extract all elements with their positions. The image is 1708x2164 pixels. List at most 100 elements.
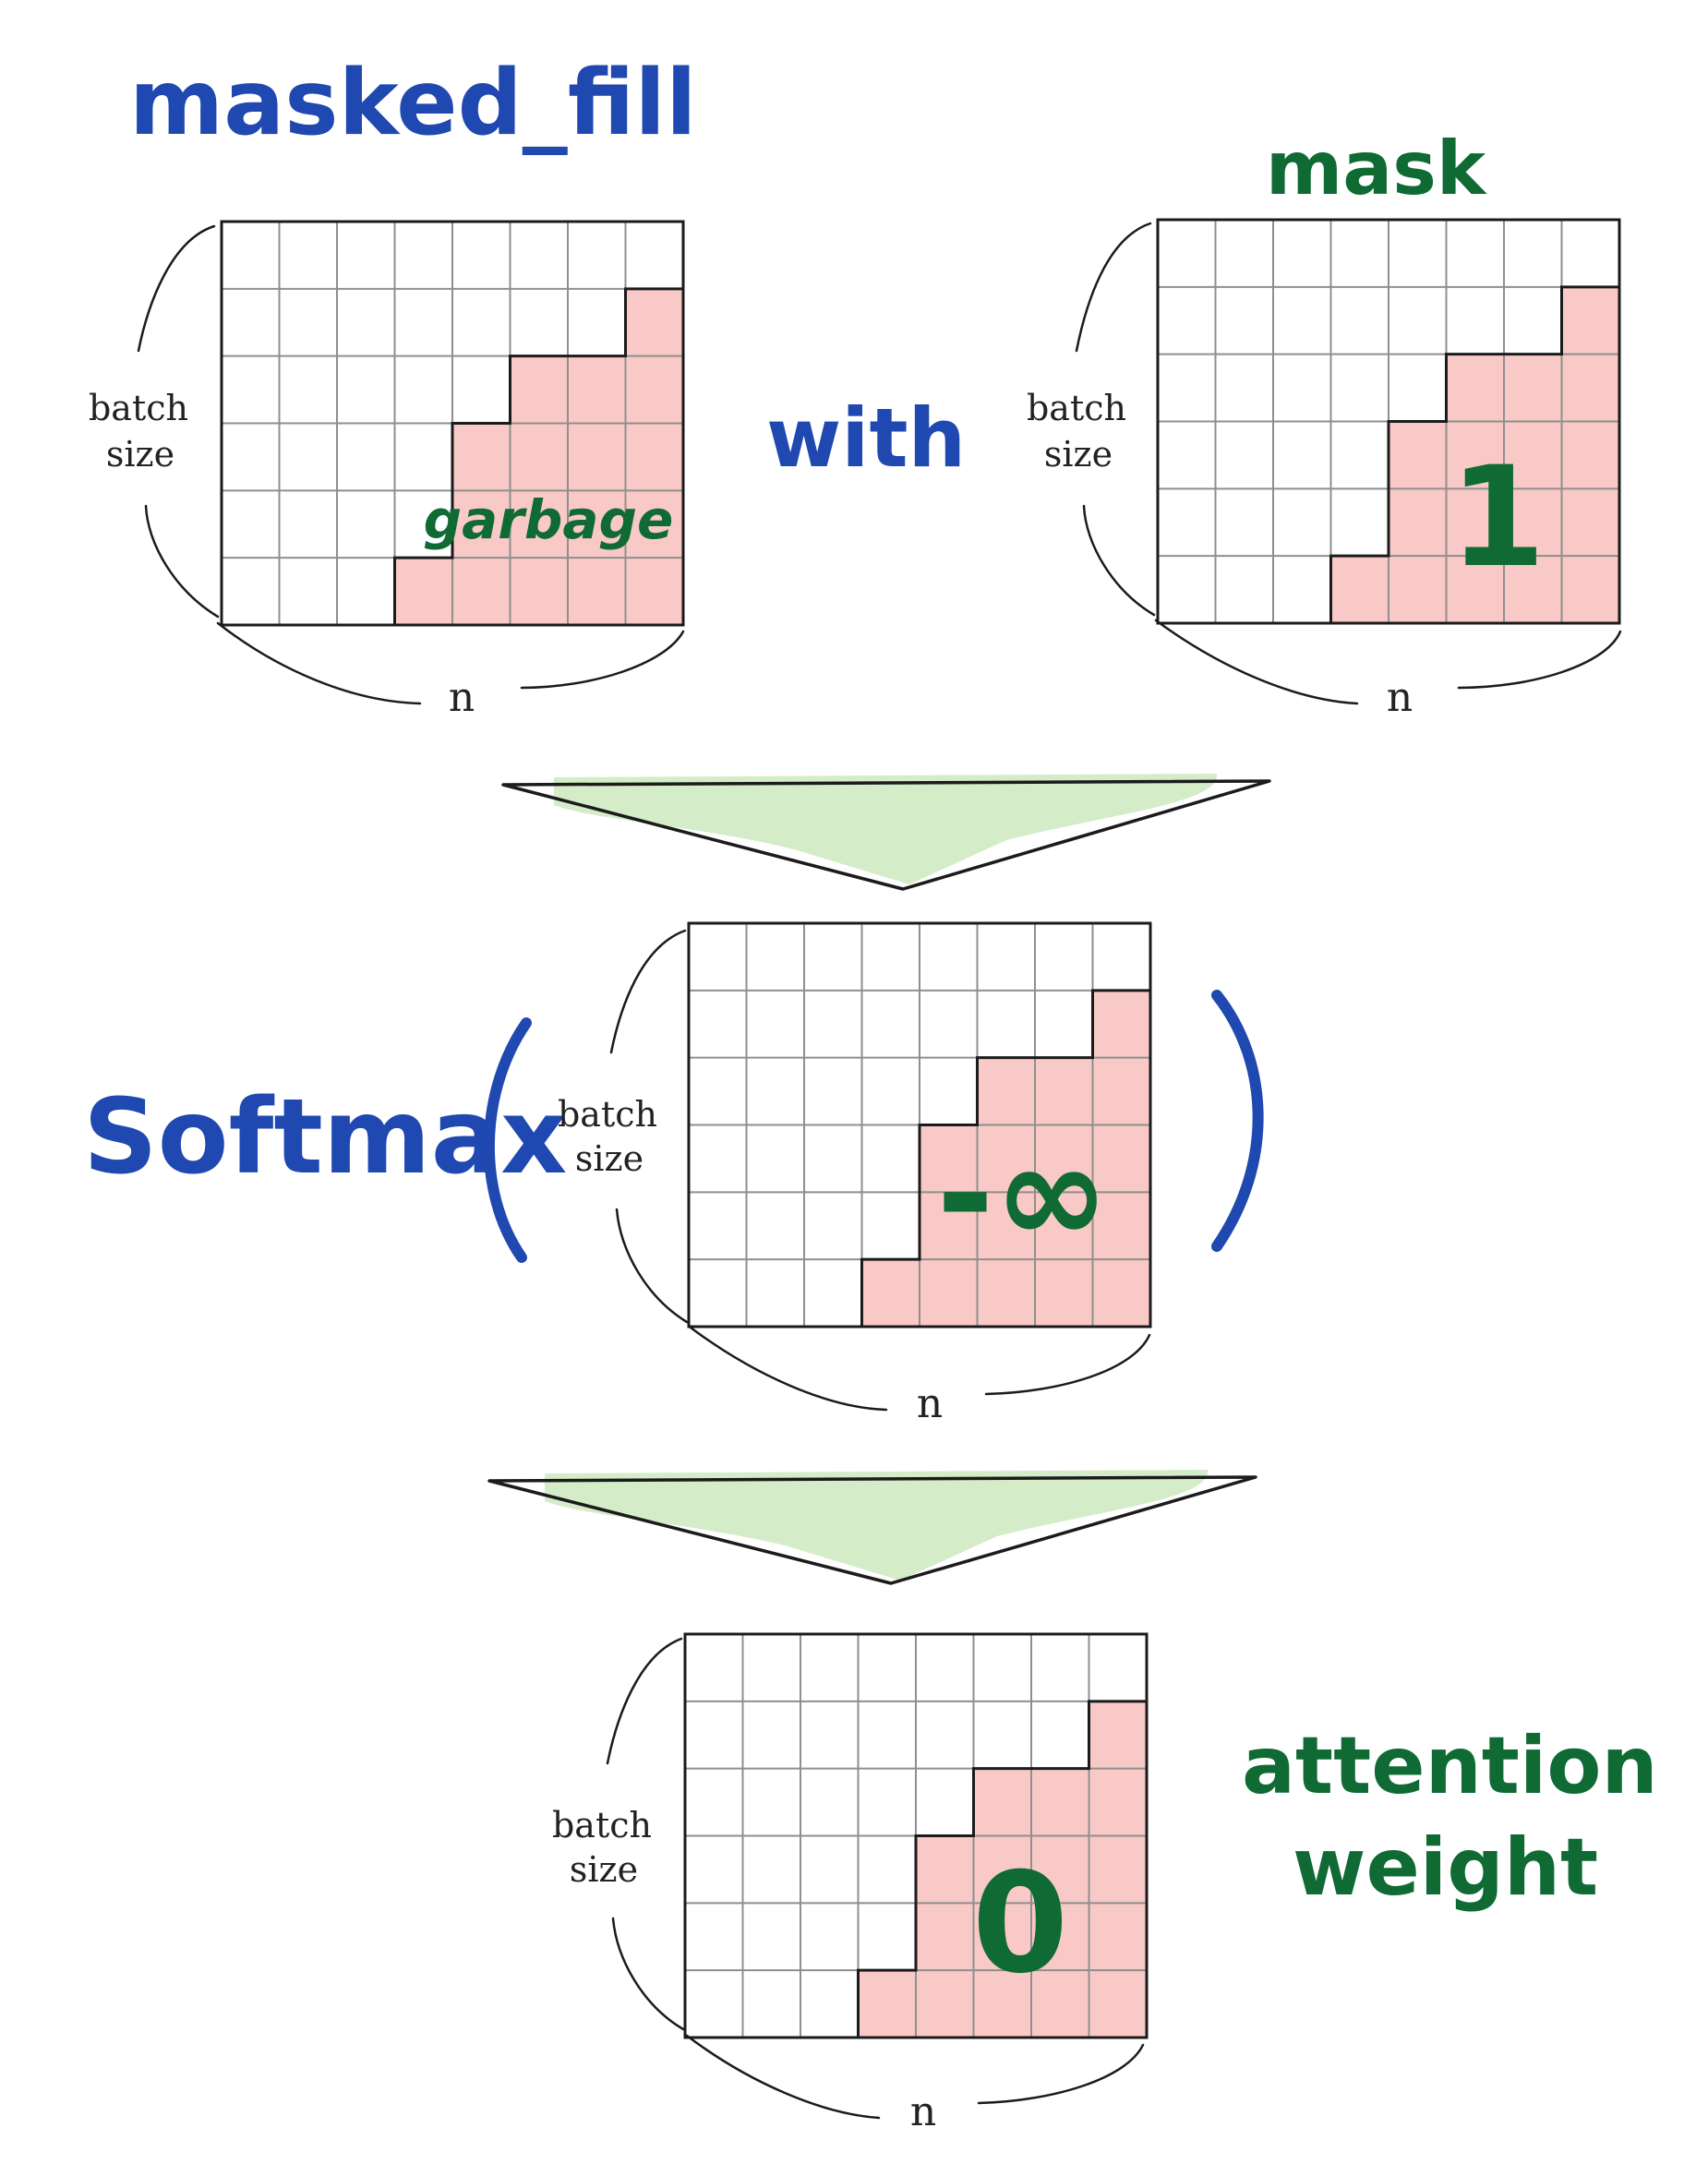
- masked-cell: [625, 558, 684, 626]
- masked-cell: [568, 423, 626, 491]
- cell-text-one: 1: [1449, 438, 1546, 598]
- masked-region: [1330, 286, 1620, 624]
- result-label-weight: weight: [1293, 1821, 1598, 1914]
- masked-cell: [977, 1124, 1036, 1193]
- masked-cell: [920, 1259, 978, 1328]
- masked-cell: [1089, 1970, 1148, 2038]
- masked-cell: [1031, 1768, 1089, 1836]
- masked-cell: [1092, 990, 1151, 1059]
- matrix-border: [1156, 218, 1621, 625]
- masked-cell: [1389, 421, 1447, 489]
- mask-staircase-edge: [1329, 220, 1621, 623]
- title-masked-fill: masked_fill: [129, 51, 697, 156]
- masked-cell: [1089, 1701, 1148, 1770]
- row-label-batch: batch: [1027, 388, 1126, 428]
- col-brace-left: [1154, 619, 1359, 705]
- masked-cell: [1446, 556, 1505, 624]
- masked-cell: [858, 1970, 917, 2038]
- masked-cell: [452, 558, 511, 626]
- masked-cell: [1092, 1057, 1151, 1125]
- col-brace-right: [977, 2043, 1145, 2105]
- masked-cell: [1561, 354, 1620, 422]
- masked-cell: [510, 355, 569, 424]
- masked-cell: [1504, 354, 1562, 422]
- masked-region: [394, 288, 684, 626]
- row-brace-lower: [1082, 504, 1156, 617]
- masked-cell: [625, 423, 684, 491]
- left-parenthesis: [483, 1017, 532, 1263]
- masked-cell: [916, 1835, 974, 1904]
- masked-cell: [1561, 286, 1620, 355]
- col-brace-right: [1457, 630, 1622, 690]
- masked-cell: [625, 288, 684, 357]
- masked-cell: [1092, 1259, 1151, 1328]
- masked-cell: [1089, 1903, 1148, 1971]
- grid-lines: [685, 1634, 1149, 2038]
- masked-cell: [1035, 1124, 1093, 1193]
- masked-cell: [1092, 1124, 1151, 1193]
- with-word: with: [766, 391, 966, 486]
- col-brace-right: [984, 1333, 1151, 1396]
- col-brace-left: [216, 621, 422, 705]
- masked-cell: [1504, 421, 1562, 489]
- arrow-outline: [487, 1475, 1257, 1585]
- col-label-n: n: [910, 2088, 936, 2135]
- arrow-shading: [554, 774, 1218, 884]
- masked-cell: [625, 490, 684, 559]
- masked-cell: [568, 558, 626, 626]
- masked-cell: [1035, 1057, 1093, 1125]
- matrix-border: [687, 921, 1152, 1328]
- masked-cell: [1330, 556, 1389, 624]
- matrix-garbage: batch size n garbage: [89, 220, 685, 721]
- masked-cell: [861, 1259, 920, 1328]
- masked-cell: [977, 1259, 1036, 1328]
- masked-cell: [1504, 556, 1562, 624]
- grid-lines: [222, 222, 685, 625]
- grid-lines: [689, 923, 1152, 1327]
- masked-cell: [1031, 1835, 1089, 1904]
- arrow-shading: [545, 1470, 1209, 1581]
- col-label-n: n: [449, 674, 475, 721]
- masked-cell: [1504, 488, 1562, 557]
- masked-cell: [1089, 1768, 1148, 1836]
- matrix-mask: batch size n 1: [1027, 218, 1622, 721]
- arrow-down-1: [501, 774, 1271, 891]
- masked-cell: [920, 1124, 978, 1193]
- masked-cell: [973, 1903, 1032, 1971]
- col-brace-left: [689, 1326, 888, 1412]
- masked-cell: [916, 1970, 974, 2038]
- matrix-border: [683, 1632, 1149, 2039]
- col-brace-left: [685, 2034, 881, 2120]
- mask-title: mask: [1266, 126, 1487, 211]
- masked-cell: [1446, 488, 1505, 557]
- masked-cell: [973, 1768, 1032, 1836]
- row-label-size: size: [1044, 434, 1113, 475]
- arrow-down-2: [487, 1470, 1257, 1585]
- masked-cell: [1035, 1192, 1093, 1260]
- masked-cell: [394, 558, 453, 626]
- row-brace-upper: [609, 929, 687, 1054]
- mask-staircase-edge: [857, 1634, 1149, 2038]
- row-brace-upper: [606, 1637, 683, 1765]
- masked-cell: [916, 1903, 974, 1971]
- masked-cell: [452, 490, 511, 559]
- matrix-border: [220, 220, 685, 627]
- masked-cell: [1561, 556, 1620, 624]
- mask-staircase-edge: [393, 222, 685, 625]
- masked-cell: [1031, 1903, 1089, 1971]
- masked-cell: [1092, 1192, 1151, 1260]
- row-brace-lower: [611, 1917, 685, 2031]
- row-label-size: size: [570, 1849, 638, 1890]
- masked-cell: [1035, 1259, 1093, 1328]
- masked-cell: [1561, 488, 1620, 557]
- masked-cell: [568, 490, 626, 559]
- cell-text-garbage: garbage: [424, 488, 674, 551]
- row-brace-lower: [144, 504, 220, 619]
- row-brace-lower: [615, 1208, 689, 1324]
- row-label-batch: batch: [552, 1805, 652, 1845]
- masked-cell: [568, 355, 626, 424]
- masked-cell: [1446, 421, 1505, 489]
- arrow-outline: [501, 779, 1271, 891]
- masked-cell: [977, 1192, 1036, 1260]
- row-brace-upper: [1075, 222, 1152, 353]
